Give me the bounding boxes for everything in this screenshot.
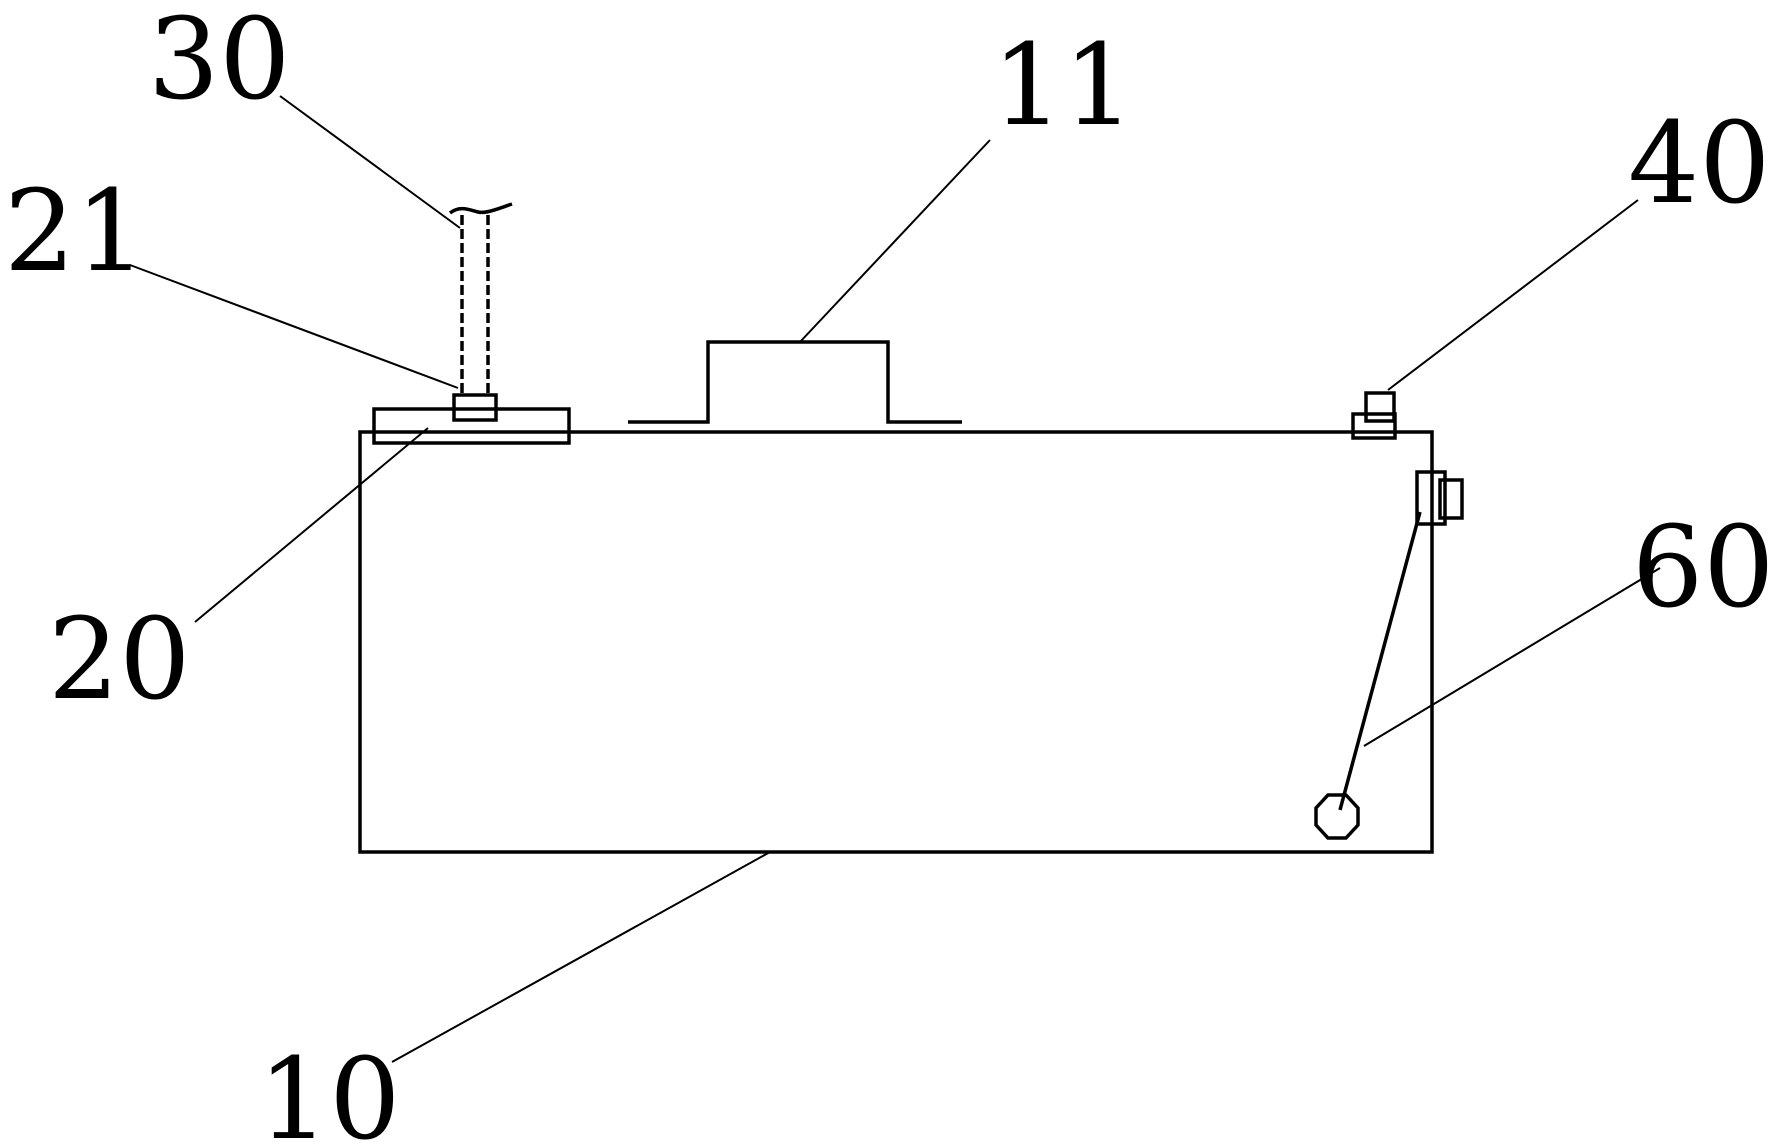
leader-10 (391, 851, 771, 1063)
label-40: 40 (1628, 99, 1771, 229)
label-20: 20 (48, 595, 191, 725)
label-30: 30 (148, 0, 291, 125)
leader-30 (279, 95, 461, 229)
leader-40 (1387, 199, 1639, 391)
top-right-fitting (1351, 391, 1397, 440)
leader-60 (1363, 567, 1661, 747)
label-10: 10 (258, 1035, 401, 1147)
float-cord (1314, 511, 1422, 840)
side-bracket (1415, 470, 1464, 526)
leader-11 (799, 139, 991, 343)
antenna-rod (448, 202, 513, 395)
main-body (358, 430, 1434, 854)
leader-21 (129, 264, 459, 389)
label-60: 60 (1632, 503, 1775, 633)
leader-20 (194, 427, 429, 623)
label-11: 11 (992, 21, 1135, 151)
label-21: 21 (4, 167, 147, 297)
top-cover (628, 340, 962, 424)
mount-plate (372, 407, 571, 445)
connector-block (452, 393, 498, 422)
